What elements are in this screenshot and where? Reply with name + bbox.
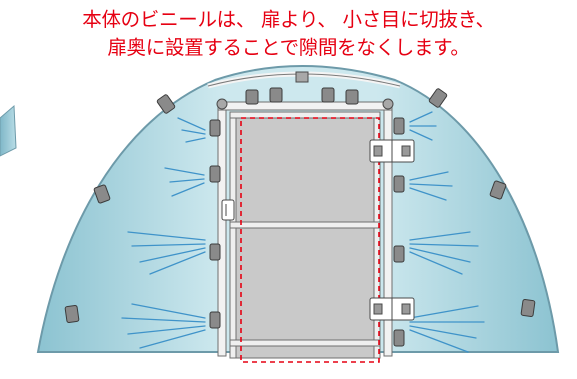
vinyl-clips [64, 87, 536, 347]
vinyl-cut-line [240, 117, 380, 363]
vinyl-crease-lines [121, 111, 485, 353]
door-hinge-upper [369, 139, 415, 163]
corner-fittings [216, 71, 394, 110]
door-panel [229, 111, 381, 359]
door-latch [221, 199, 235, 221]
caption-line-1: 本体のビニールは、 扉より、 小さ目に切抜き、 [82, 8, 495, 31]
caption: 本体のビニールは、 扉より、 小さ目に切抜き、 扉奥に設置することで隙間をなくし… [0, 6, 577, 62]
door-hinge-lower [369, 297, 415, 321]
caption-line-2: 扉奥に設置することで隙間をなくします。 [107, 36, 470, 59]
door-inner-pipes [229, 111, 381, 359]
adjacent-panel-fragment [0, 104, 17, 157]
